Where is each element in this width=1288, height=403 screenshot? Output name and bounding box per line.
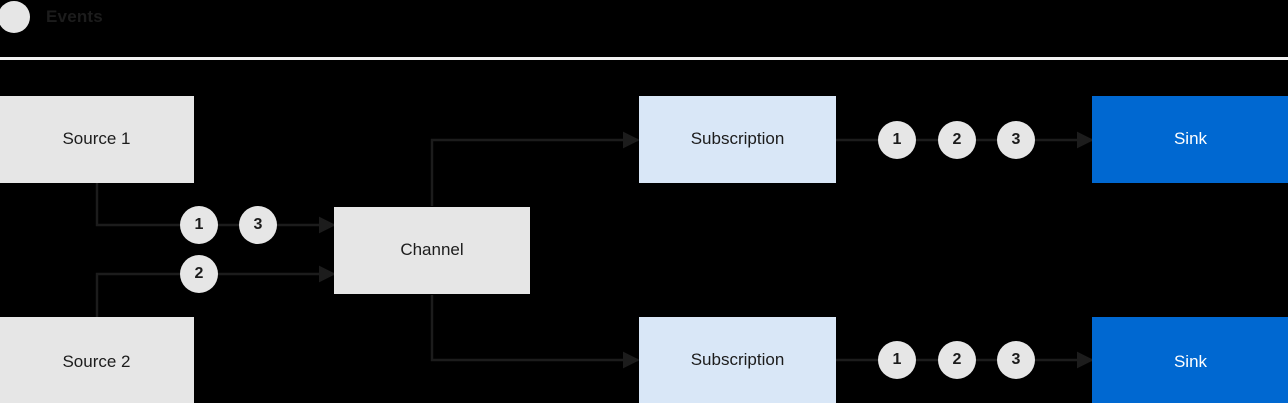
- node-sink-bottom-label: Sink: [1173, 351, 1208, 371]
- event-token: 2: [938, 341, 976, 379]
- node-channel[interactable]: Channel: [334, 207, 530, 294]
- node-subscription-top[interactable]: Subscription: [639, 96, 836, 183]
- node-subscription-top-label: Subscription: [690, 129, 785, 149]
- node-sink-top[interactable]: Sink: [1092, 96, 1288, 183]
- event-token: 1: [878, 341, 916, 379]
- header-divider: [0, 57, 1288, 60]
- legend-label: Events: [46, 7, 103, 26]
- node-source-2[interactable]: Source 2: [0, 317, 194, 403]
- event-token: 3: [997, 121, 1035, 159]
- event-token: 1: [878, 121, 916, 159]
- node-source-1-label: Source 1: [62, 129, 131, 149]
- node-source-1[interactable]: Source 1: [0, 96, 194, 183]
- event-token: 1: [180, 206, 218, 244]
- node-channel-label: Channel: [400, 240, 464, 260]
- event-token: 2: [938, 121, 976, 159]
- node-source-2-label: Source 2: [62, 351, 131, 371]
- event-token-circle-icon: [0, 1, 30, 33]
- event-token: 3: [239, 206, 277, 244]
- node-sink-top-label: Sink: [1173, 129, 1208, 149]
- node-subscription-bottom-label: Subscription: [690, 350, 785, 370]
- event-token: 3: [997, 341, 1035, 379]
- node-subscription-bottom[interactable]: Subscription: [639, 317, 836, 403]
- node-sink-bottom[interactable]: Sink: [1092, 317, 1288, 403]
- event-token: 2: [180, 255, 218, 293]
